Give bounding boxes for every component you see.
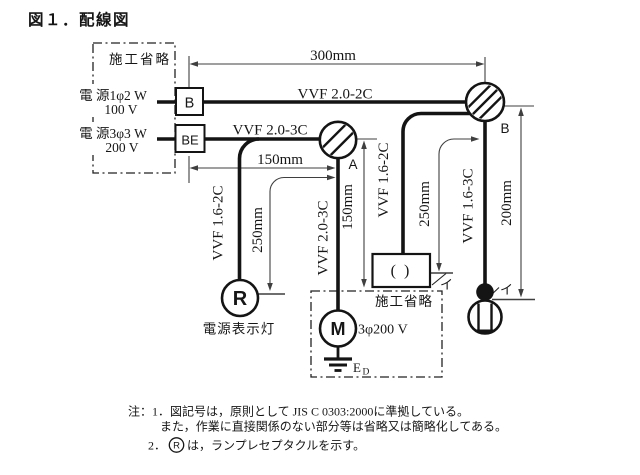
junction-box-a-hatch xyxy=(321,123,355,157)
ground-label-main: E xyxy=(353,360,361,375)
dimension-lines xyxy=(188,56,535,301)
note-line-3-prefix: 2． xyxy=(148,439,166,453)
junction-box-b-hatch xyxy=(467,84,503,120)
motor-letter: M xyxy=(331,319,346,339)
note-line-2: また，作業に直接関係のない部分等は省略又は簡略化してある。 xyxy=(160,419,507,434)
cable-label-to-motor: VVF 2.0-3C xyxy=(316,200,332,275)
cable-label-to-receptacle: VVF 1.6-3C xyxy=(461,168,477,243)
breaker-be-box xyxy=(174,124,206,153)
dimension-250mm-left-leader xyxy=(269,176,328,285)
breaker-be-label: BE xyxy=(181,133,199,148)
circled-r-icon xyxy=(168,437,185,453)
lamp-receptacle-base xyxy=(474,329,496,334)
breaker-b-label: B xyxy=(185,96,195,112)
dimension-250mm-right-leader xyxy=(438,138,472,265)
dimension-250mm-left: 250mm xyxy=(250,207,266,253)
omitted-label-bottom: 施工省略 xyxy=(375,294,433,309)
wire-b-to-outlet xyxy=(401,111,471,256)
source1-line1: 電 源1φ2 W xyxy=(79,88,147,103)
source1-label-underlay xyxy=(64,84,158,117)
outlet-text: ( ) xyxy=(391,263,412,280)
ground-label-sub: D xyxy=(363,368,370,378)
pilot-lamp-letter: R xyxy=(233,288,248,310)
motor-symbol xyxy=(318,309,358,348)
diagram-title: 図１．配線図 xyxy=(28,10,130,29)
note-line-1: 注：1．図記号は，原則として JIS C 0303:2000に準拠している。 xyxy=(128,404,469,419)
outlet-box xyxy=(371,252,432,289)
devices xyxy=(174,81,506,372)
junction-box-a xyxy=(318,120,358,160)
dimension-250mm-right: 250mm xyxy=(417,181,433,227)
circuit-i-outlet: イ xyxy=(440,277,453,292)
lamp-receptacle-cap xyxy=(476,283,494,301)
source2-line1: 電 源3φ3 W xyxy=(79,126,147,141)
circled-r-letter: R xyxy=(173,441,180,452)
junction-a-label: A xyxy=(348,157,357,172)
junction-b-label: B xyxy=(500,121,509,136)
note-line-3-suffix: は，ランプレセプタクルを示す。 xyxy=(187,439,365,453)
cable-label-to-pilot: VVF 1.6-2C xyxy=(211,185,227,260)
omitted-label-top: 施工省略 xyxy=(109,52,171,67)
wires xyxy=(157,100,487,358)
labels: 図１．配線図 施工省略 電 源1φ2 W 100 V 電 源3φ3 W 200 … xyxy=(28,10,515,453)
cable-label-main-200v: VVF 2.0-3C xyxy=(232,123,307,139)
wire-to-pilot-lamp xyxy=(237,137,260,282)
cable-label-to-outlet: VVF 1.6-2C xyxy=(376,142,392,217)
pilot-lamp-caption: 電源表示灯 xyxy=(203,322,276,337)
source2-line2: 200 V xyxy=(105,140,138,155)
motor-rating: 3φ200 V xyxy=(358,323,408,338)
lamp-receptacle-body xyxy=(467,299,503,335)
dimension-200mm: 200mm xyxy=(499,180,515,226)
dimension-150mm-h: 150mm xyxy=(257,152,303,168)
dimension-150mm-v: 150mm xyxy=(340,184,356,230)
construction-omitted-box-motor xyxy=(310,290,443,378)
pilot-lamp-symbol xyxy=(220,278,260,318)
breaker-b-box xyxy=(175,87,204,116)
cable-label-main-100v: VVF 2.0-2C xyxy=(297,87,372,103)
source1-line2: 100 V xyxy=(104,102,137,117)
circuit-i-lamp: イ xyxy=(500,282,513,297)
dimension-300mm: 300mm xyxy=(310,48,356,64)
source2-label-underlay xyxy=(64,122,158,155)
circuit-i-tick-outlet xyxy=(431,273,447,286)
